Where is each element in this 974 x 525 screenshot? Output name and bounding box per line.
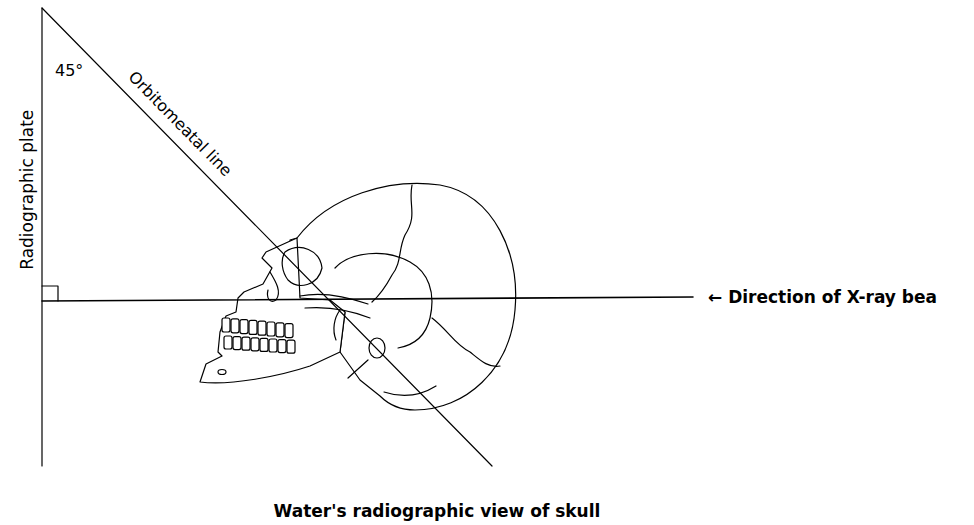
right-angle-marker bbox=[42, 286, 58, 301]
squamous-suture bbox=[335, 253, 432, 348]
line-label: Orbitomeatal line bbox=[125, 68, 236, 180]
nasal-cavity bbox=[267, 272, 278, 301]
beam-label: ← Direction of X-ray bea bbox=[708, 288, 937, 308]
mandible-notch bbox=[334, 310, 340, 340]
orbit bbox=[282, 248, 322, 286]
lower-tooth bbox=[269, 339, 277, 352]
upper-tooth bbox=[267, 322, 275, 336]
lower-tooth bbox=[242, 337, 250, 350]
occipital-base bbox=[384, 386, 436, 395]
lower-tooth bbox=[224, 336, 232, 349]
lower-tooth bbox=[251, 338, 259, 351]
upper-tooth bbox=[222, 318, 230, 332]
lower-tooth bbox=[278, 340, 286, 353]
mental-foramen bbox=[218, 370, 226, 375]
x-ray-beam-line bbox=[42, 297, 693, 301]
coronal-suture bbox=[372, 185, 412, 302]
radiographic-plate bbox=[41, 8, 42, 466]
upper-tooth bbox=[285, 324, 293, 338]
lower-tooth bbox=[260, 338, 268, 351]
teeth bbox=[222, 318, 295, 353]
caption: Water's radiographic view of skull bbox=[274, 502, 601, 522]
plate-label: Radiographic plate bbox=[18, 110, 38, 270]
orbitomeatal-line bbox=[42, 8, 492, 466]
styloid bbox=[348, 360, 368, 378]
upper-tooth bbox=[231, 319, 239, 333]
lambdoid-suture bbox=[432, 318, 500, 366]
upper-tooth bbox=[276, 323, 284, 337]
face bbox=[200, 238, 345, 383]
upper-tooth bbox=[240, 320, 248, 334]
upper-tooth bbox=[249, 320, 257, 334]
lower-tooth bbox=[287, 340, 295, 353]
upper-tooth bbox=[258, 321, 266, 335]
angle-label: 45° bbox=[55, 62, 83, 80]
lower-tooth bbox=[233, 337, 241, 350]
